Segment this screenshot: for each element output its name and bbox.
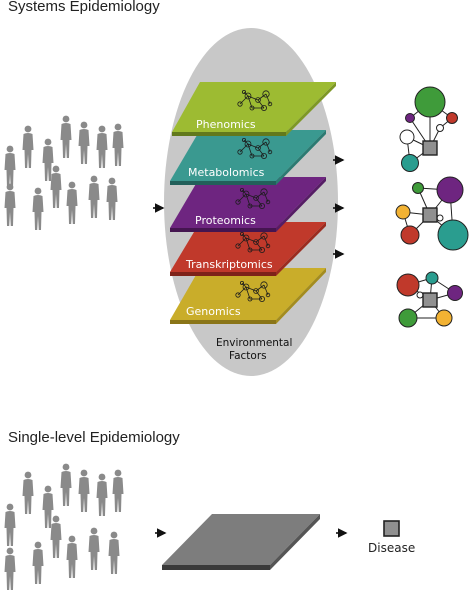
layer-genomics: Genomics — [170, 268, 326, 324]
person-silhouette-icon — [112, 469, 124, 512]
person-silhouette-icon — [106, 177, 118, 220]
disease-label: Disease — [368, 541, 415, 555]
person-silhouette-icon — [78, 121, 90, 164]
person-silhouette-icon — [42, 485, 54, 528]
person-silhouette-icon — [32, 187, 44, 230]
layer-metabolomics: Metabolomics — [170, 130, 326, 185]
disease-square-icon — [383, 520, 400, 537]
layer-label-metabolomics: Metabolomics — [188, 166, 265, 179]
population-crowd-top — [4, 115, 124, 230]
person-silhouette-icon — [4, 145, 16, 188]
person-silhouette-icon — [96, 125, 108, 168]
layer-label-proteomics: Proteomics — [195, 214, 256, 227]
person-silhouette-icon — [50, 515, 62, 558]
person-silhouette-icon — [88, 527, 100, 570]
person-silhouette-icon — [32, 541, 44, 584]
person-silhouette-icon — [60, 115, 72, 158]
layer-label-transkriptomics: Transkriptomics — [185, 258, 273, 271]
environment-label-line2: Factors — [229, 350, 267, 362]
person-silhouette-icon — [4, 547, 16, 590]
environment-label-line1: Environmental — [216, 337, 292, 349]
layer-phenomics: Phenomics — [172, 82, 336, 136]
person-silhouette-icon — [78, 469, 90, 512]
network-icon — [399, 86, 458, 172]
person-silhouette-icon — [66, 535, 78, 578]
network-icon — [395, 176, 469, 251]
person-silhouette-icon — [112, 123, 124, 166]
layer-label-phenomics: Phenomics — [196, 118, 256, 131]
layer-transkriptomics: Transkriptomics — [170, 222, 326, 276]
person-silhouette-icon — [96, 473, 108, 516]
person-silhouette-icon — [60, 463, 72, 506]
person-silhouette-icon — [22, 471, 34, 514]
person-silhouette-icon — [88, 175, 100, 218]
population-crowd-bottom — [4, 463, 124, 590]
person-silhouette-icon — [108, 531, 120, 574]
network-icon — [396, 271, 463, 328]
single-level-epidemiology-title: Single-level Epidemiology — [8, 429, 180, 446]
layer-label-genomics: Genomics — [186, 305, 241, 318]
person-silhouette-icon — [66, 181, 78, 224]
layer-proteomics: Proteomics — [170, 177, 326, 232]
person-silhouette-icon — [4, 183, 16, 226]
person-silhouette-icon — [50, 165, 62, 208]
systems-epidemiology-title: Systems Epidemiology — [8, 0, 160, 15]
person-silhouette-icon — [4, 503, 16, 546]
single-level-layer — [162, 514, 320, 570]
person-silhouette-icon — [22, 125, 34, 168]
